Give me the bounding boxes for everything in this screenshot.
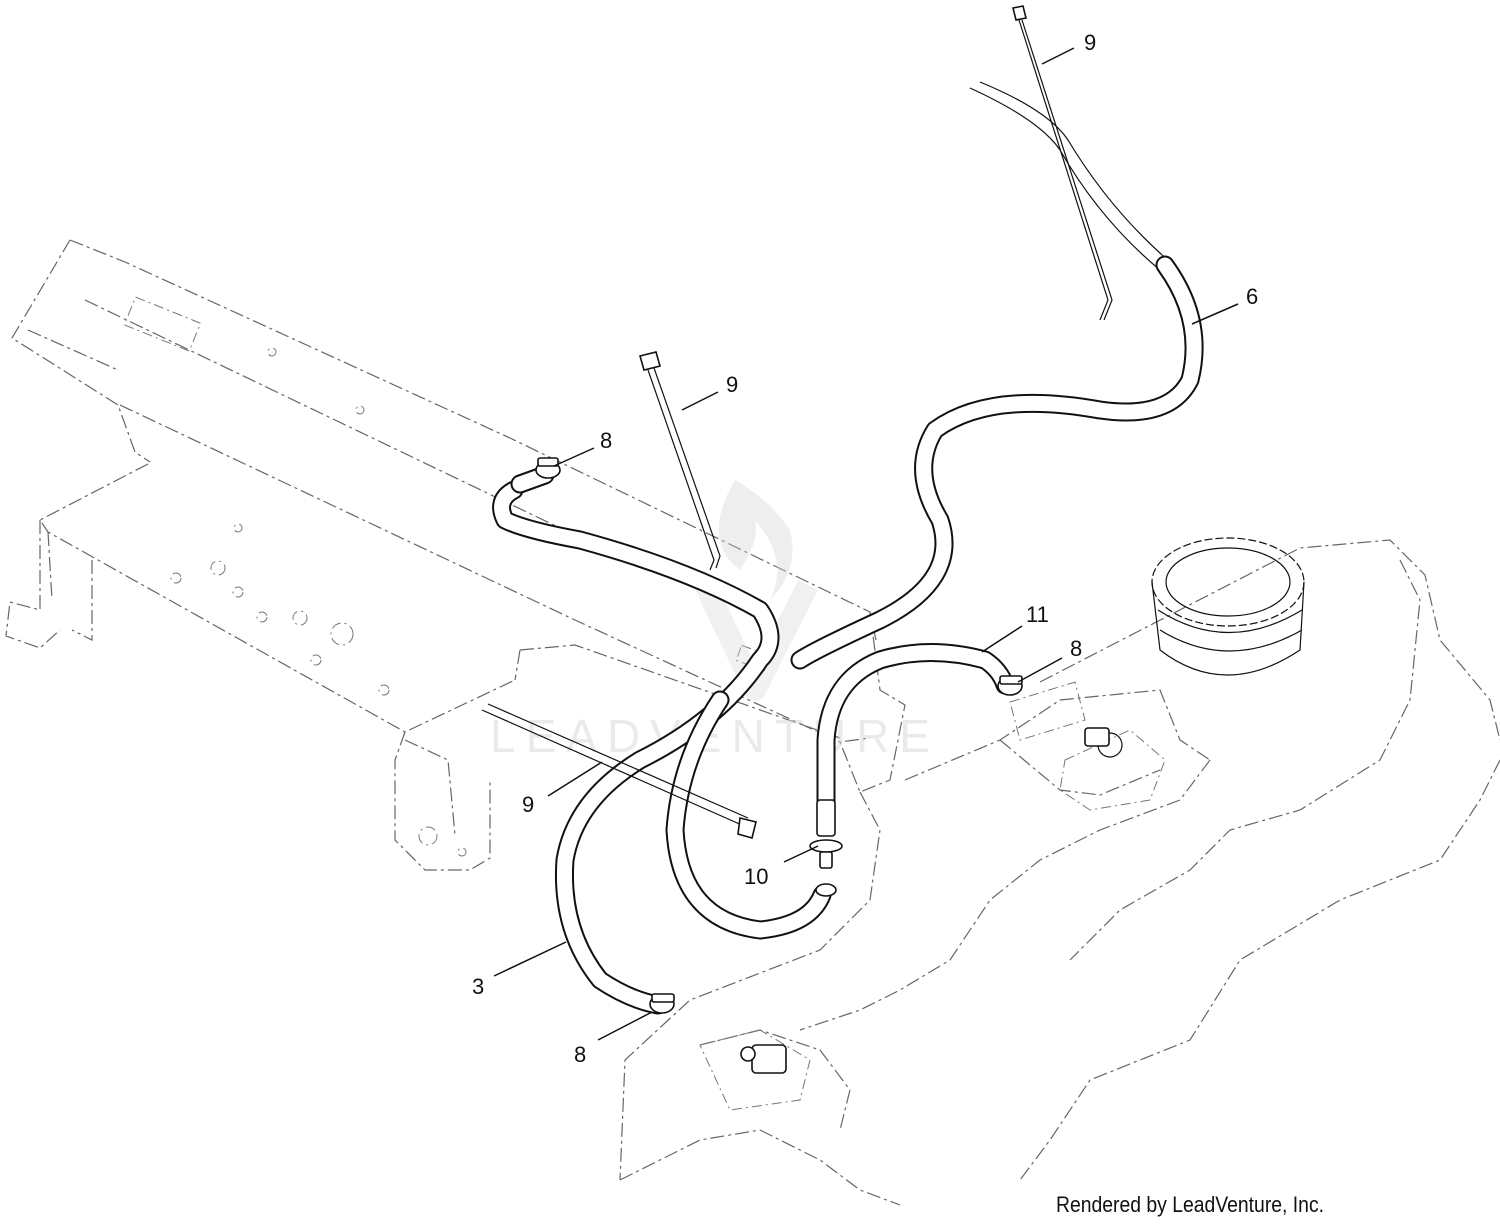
clamp-8-upper-left: [535, 457, 561, 479]
fuel-tank-phantom: [619, 537, 1500, 1206]
callout-9-lower: 9: [522, 792, 534, 817]
callout-10: 10: [744, 864, 768, 889]
cable-tie-9-lower: [481, 703, 757, 839]
callout-9-mid: 9: [726, 372, 738, 397]
callout-3: 3: [472, 974, 484, 999]
hose-11: [665, 643, 1015, 940]
callout-9-top: 9: [1084, 30, 1096, 55]
hose-6: [790, 81, 1204, 670]
watermark-logo: [695, 480, 818, 701]
frame-phantom: [5, 239, 906, 871]
cable-tie-9-mid: [639, 351, 721, 571]
cable-tie-9-top: [1012, 5, 1113, 321]
callout-11: 11: [1026, 602, 1049, 627]
clamp-8-right: [997, 675, 1023, 696]
leader-lines: [493, 47, 1239, 1041]
callout-8-upper-left: 8: [600, 428, 612, 453]
fitting-10: [809, 799, 843, 897]
callout-8-right: 8: [1070, 636, 1082, 661]
clamp-8-bottom: [649, 993, 675, 1014]
render-credit: Rendered by LeadVenture, Inc.: [1056, 1192, 1325, 1217]
callout-8-bottom: 8: [574, 1042, 586, 1067]
callout-6: 6: [1246, 284, 1258, 309]
